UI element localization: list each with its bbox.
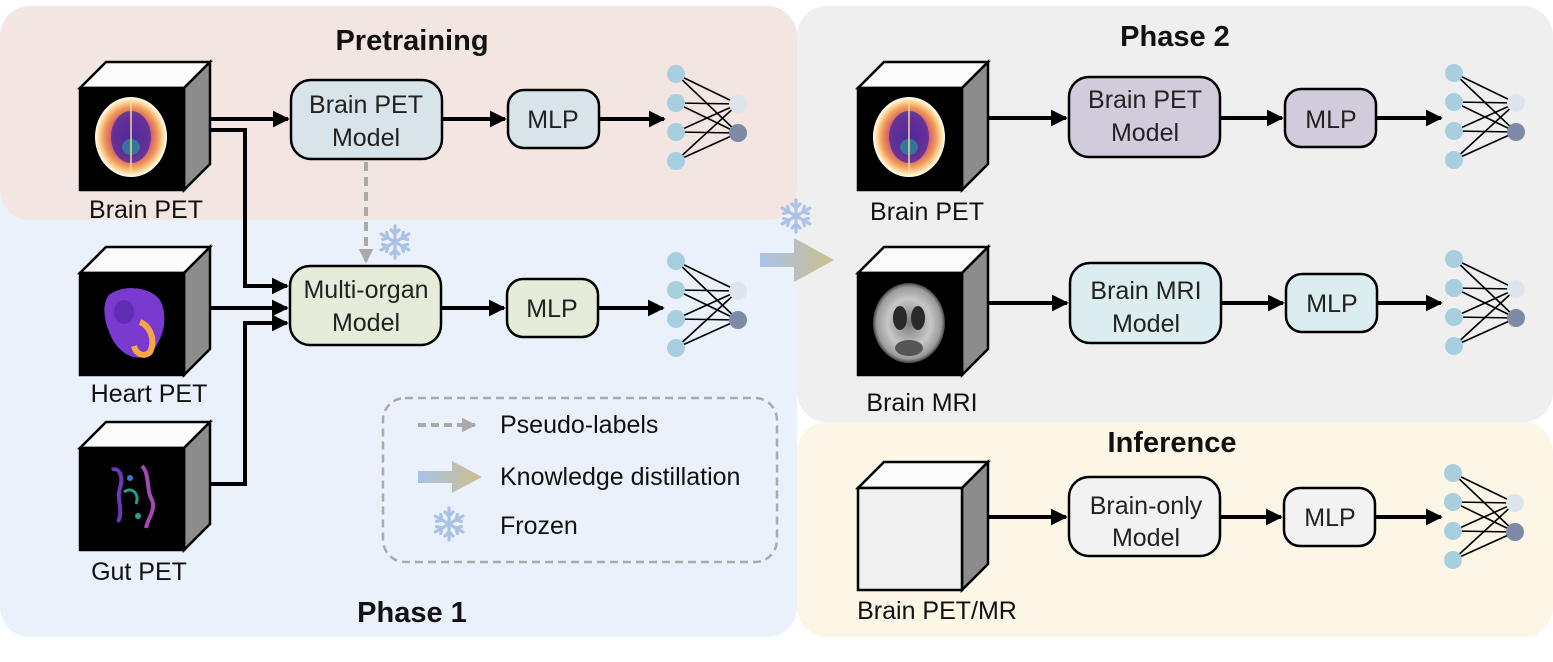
nn-input-node	[1444, 464, 1462, 482]
gut-pet-volume	[76, 418, 214, 554]
nn-input-node	[1445, 93, 1463, 111]
nn-output-node	[1506, 494, 1524, 512]
brain-pet-model-box-phase2	[1067, 75, 1222, 159]
nn-input-node	[1445, 64, 1463, 82]
mlp-label-phase2-pet: MLP	[1305, 106, 1356, 134]
nn-input-node	[1444, 551, 1462, 569]
brain-pet-model-line2: Model	[332, 124, 400, 152]
nn-input-node	[667, 152, 685, 170]
neural-network-icon	[667, 252, 747, 357]
flow-arrows	[210, 109, 1443, 526]
heart-pet-volume	[76, 243, 214, 379]
nn-input-node	[1444, 522, 1462, 540]
brain-pet-scan	[873, 97, 945, 177]
brain-only-model-line2: Model	[1112, 524, 1180, 552]
phase2-title: Phase 2	[1120, 21, 1230, 53]
pretraining-title: Pretraining	[335, 25, 488, 57]
mlp-label-inference: MLP	[1304, 504, 1355, 532]
brain-mri-model-line2: Model	[1112, 310, 1180, 338]
brain-pet-model-phase2-line2: Model	[1111, 119, 1179, 147]
knowledge-distillation-arrow	[760, 238, 834, 282]
nn-input-node	[1444, 493, 1462, 511]
nn-input-node	[667, 123, 685, 141]
mlp-label-pretraining: MLP	[527, 106, 578, 134]
brain-pet-volume-phase2	[854, 58, 992, 194]
brain-pet-label-phase2: Brain PET	[870, 198, 984, 226]
inference-title: Inference	[1108, 427, 1237, 459]
brain-only-model-line1: Brain-only	[1090, 492, 1203, 520]
nn-input-node	[1445, 279, 1463, 297]
legend-knowledge-distillation: Knowledge distillation	[500, 463, 740, 491]
nn-output-node	[1507, 309, 1525, 327]
brain-mri-model-box	[1068, 261, 1223, 345]
brain-pet-label: Brain PET	[89, 196, 203, 224]
multi-organ-model-line1: Multi-organ	[303, 276, 428, 304]
brain-mri-scan	[873, 283, 945, 363]
brain-pet-scan	[95, 97, 167, 177]
heart-pet-label: Heart PET	[91, 380, 208, 408]
brain-mri-model-line1: Brain MRI	[1090, 277, 1201, 305]
nn-input-node	[1445, 122, 1463, 140]
brain-pet-model-line1: Brain PET	[309, 91, 423, 119]
brain-pet-model-box	[289, 78, 444, 161]
neural-network-icon	[1445, 64, 1525, 169]
nn-output-node	[1506, 523, 1524, 541]
nn-output-node	[729, 95, 747, 113]
nn-input-node	[1445, 337, 1463, 355]
nn-output-node	[729, 311, 747, 329]
neural-network-icon	[667, 65, 747, 170]
nn-input-node	[667, 252, 685, 270]
nn-output-node	[1507, 123, 1525, 141]
nn-input-node	[667, 310, 685, 328]
nn-input-node	[1445, 151, 1463, 169]
brain-only-model-box	[1067, 475, 1222, 558]
nn-input-node	[667, 94, 685, 112]
legend-box	[381, 396, 779, 564]
neural-network-icon	[1444, 464, 1524, 569]
legend-kd-arrow	[418, 461, 482, 493]
heart-pet-scan	[104, 288, 165, 358]
multi-organ-model-line2: Model	[332, 309, 400, 337]
mlp-label-phase2-mri: MLP	[1306, 290, 1357, 318]
mlp-box-pretraining	[506, 88, 601, 150]
nn-output-node	[729, 124, 747, 142]
brain-mri-volume	[854, 243, 992, 379]
nn-input-node	[1445, 250, 1463, 268]
brain-pet-mr-label: Brain PET/MR	[857, 597, 1017, 625]
nn-output-node	[1507, 280, 1525, 298]
mlp-label-phase1: MLP	[526, 295, 577, 323]
nn-input-node	[667, 281, 685, 299]
nn-output-node	[729, 282, 747, 300]
brain-mri-label: Brain MRI	[866, 389, 977, 417]
mlp-box-phase1	[505, 277, 600, 339]
nn-input-node	[667, 339, 685, 357]
legend-frozen: Frozen	[500, 512, 578, 540]
neural-network-icons	[667, 64, 1525, 569]
nn-output-node	[1507, 94, 1525, 112]
mlp-box-phase2-mri	[1284, 272, 1379, 334]
mlp-box-phase2-pet	[1283, 87, 1378, 149]
brain-pet-model-phase2-line1: Brain PET	[1088, 86, 1202, 114]
brain-pet-volume	[76, 58, 214, 194]
legend-pseudo-labels: Pseudo-labels	[500, 411, 658, 439]
brain-pet-mr-volume	[854, 458, 992, 594]
nn-input-node	[1445, 308, 1463, 326]
gut-pet-scan	[110, 464, 156, 529]
phase1-title: Phase 1	[357, 597, 467, 629]
nn-input-node	[667, 65, 685, 83]
gut-pet-label: Gut PET	[91, 558, 187, 586]
multi-organ-model-box	[288, 264, 443, 347]
neural-network-icon	[1445, 250, 1525, 355]
mlp-box-inference	[1282, 486, 1377, 548]
